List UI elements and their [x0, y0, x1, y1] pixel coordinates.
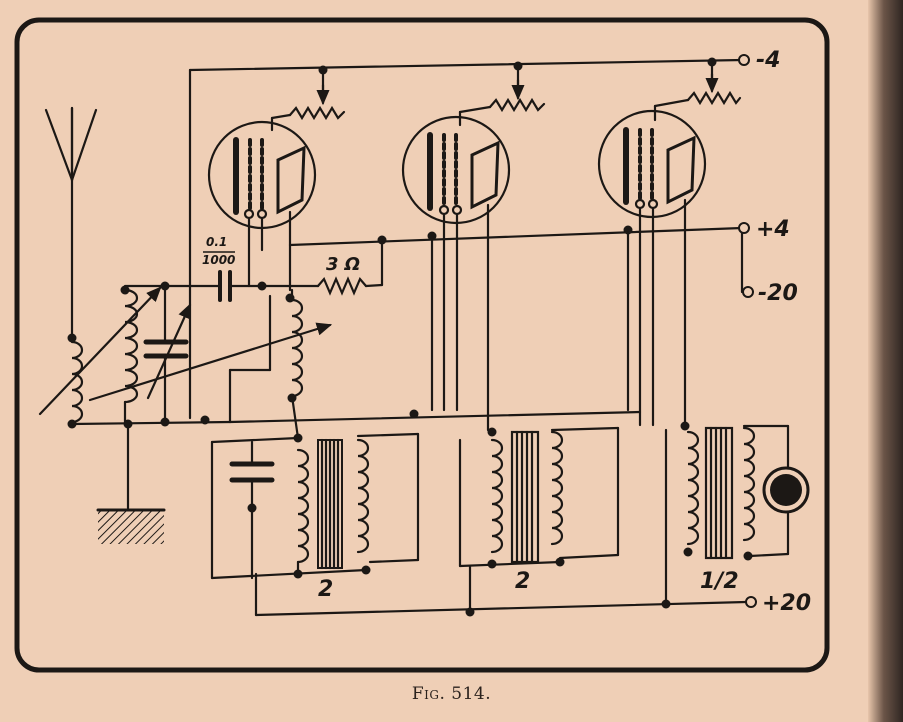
- grid-resistor: [260, 276, 384, 296]
- figure-caption: Fig. 514.: [411, 684, 492, 704]
- vacuum-tube-icon: [207, 120, 317, 230]
- terminal-minus4-label: -4: [756, 48, 780, 73]
- terminal-plus20: [745, 596, 757, 608]
- terminal-plus4-label: +4: [756, 217, 790, 242]
- vacuum-tube-icon: [401, 115, 511, 225]
- transformer-3: [664, 424, 790, 602]
- transformer-1: [210, 432, 420, 580]
- terminal-minus20: [742, 286, 754, 298]
- transformer2-ratio: 2: [515, 569, 530, 594]
- diagram-frame: [14, 17, 830, 673]
- vacuum-tube-icon: [597, 109, 707, 219]
- terminals: [738, 54, 757, 608]
- transformer-2: [458, 426, 620, 568]
- grid-capacitor: [163, 270, 264, 302]
- plus4-bus: [288, 226, 744, 247]
- terminal-plus20-label: +20: [762, 591, 811, 616]
- transformer3-ratio: 1/2: [700, 569, 739, 594]
- junction-dots: [67, 57, 753, 617]
- terminal-plus4: [738, 222, 750, 234]
- terminal-minus20-label: -20: [758, 281, 798, 306]
- capacitor-value-bottom: 1000: [202, 253, 235, 267]
- ground-icon: [98, 510, 164, 544]
- rheostat-1: [270, 68, 346, 132]
- rheostat-2: [458, 64, 546, 127]
- transformer1-ratio: 2: [318, 577, 333, 602]
- resistor-value: 3 Ω: [326, 254, 360, 275]
- capacitor-value-top: 0.1: [206, 235, 227, 249]
- minus4-bus: [188, 58, 744, 72]
- rheostat-3: [653, 60, 742, 122]
- tuning-capacitor: [143, 284, 189, 424]
- antenna-icon: [44, 106, 98, 342]
- book-gutter-shadow: [868, 0, 903, 722]
- terminal-minus4: [738, 54, 750, 66]
- headphone-icon: [762, 466, 810, 514]
